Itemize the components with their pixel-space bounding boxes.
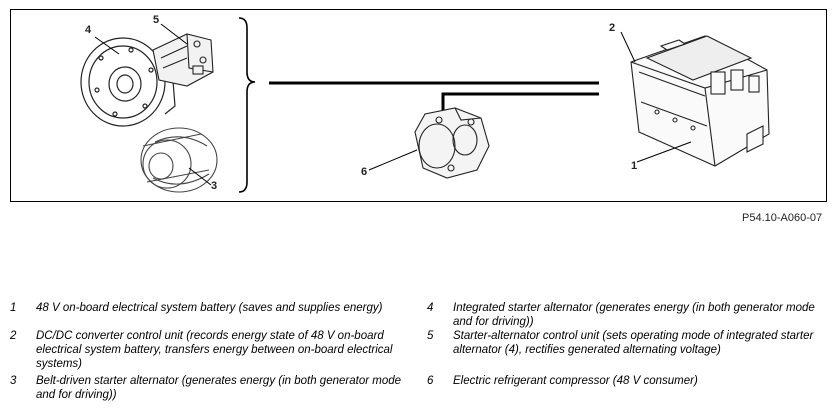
- electrical-connection-lines: [269, 81, 599, 114]
- battery-and-dcdc-converter-drawing: [630, 35, 770, 167]
- callout-2: 2: [609, 22, 616, 34]
- figure-reference-code: P54.10-A060-07: [742, 212, 823, 224]
- legend-number: 1: [10, 302, 17, 314]
- legend-text: Integrated starter alternator (generates…: [453, 302, 815, 328]
- legend-text: Electric refrigerant compressor (48 V co…: [453, 375, 698, 387]
- callout-1: 1: [631, 160, 638, 172]
- callout-4: 4: [85, 24, 92, 36]
- callout-6: 6: [361, 166, 368, 178]
- callout-3: 3: [211, 180, 218, 192]
- diagram-drawing: [80, 17, 770, 193]
- system-diagram: 4 5 3 2 1 6: [10, 9, 827, 202]
- callout-leader-lines: [94, 23, 692, 186]
- legend-number: 6: [427, 375, 434, 387]
- legend-number: 5: [427, 330, 434, 342]
- legend-text: Belt-driven starter alternator (generate…: [36, 375, 402, 401]
- belt-driven-starter-alternator-drawing: [140, 127, 218, 193]
- grouping-brace: [238, 17, 256, 193]
- electric-refrigerant-compressor-drawing: [414, 107, 490, 179]
- callout-5: 5: [153, 14, 160, 26]
- legend-text: DC/DC converter control unit (records en…: [36, 330, 393, 370]
- legend-text: 48 V on-board electrical system battery …: [36, 302, 383, 314]
- legend-text: Starter-alternator control unit (sets op…: [453, 330, 814, 356]
- starter-alternator-control-unit-drawing: [152, 33, 214, 87]
- legend-number: 3: [10, 375, 17, 387]
- legend-number: 2: [10, 330, 17, 342]
- legend-number: 4: [427, 302, 434, 314]
